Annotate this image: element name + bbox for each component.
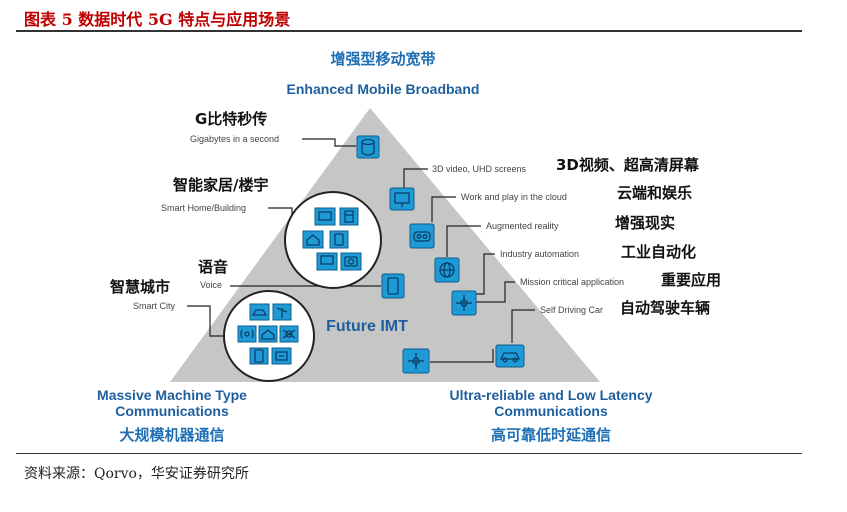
bottom-rule: [16, 453, 802, 454]
ar-connector: [446, 225, 481, 257]
source-note: 资料来源：Qorvo，华安证券研究所: [24, 466, 249, 482]
gbit-en-label: Gigabytes in a second: [190, 134, 279, 144]
mmtc-en-line2: Communications: [115, 403, 229, 419]
cloud-connector: [431, 196, 456, 222]
future-imt-label: Future IMT: [326, 318, 408, 335]
car-icon: [495, 344, 525, 368]
urllc-en-line2: Communications: [494, 403, 608, 419]
selfdriving-cn-label: 自动驾驶车辆: [620, 299, 710, 317]
drone-icon: [279, 325, 299, 343]
globe-icon: [434, 257, 460, 283]
uhd-cn-label: 3D视频、超高清屏幕: [556, 156, 700, 174]
tablet-icon: [329, 230, 349, 249]
tv-icon: [314, 207, 336, 226]
gbit-cn-label: G比特秒传: [195, 110, 267, 128]
industry-connector: [474, 253, 495, 295]
smart-city-icon-group: [223, 290, 315, 382]
crosshair-icon: [451, 290, 477, 316]
urllc-cn-label: 高可靠低时延通信: [491, 426, 611, 444]
smart-home-icon-group: [284, 191, 382, 289]
database-icon: [356, 135, 380, 159]
phone-icon: [249, 347, 269, 365]
embb-en-label: Enhanced Mobile Broadband: [287, 81, 480, 97]
mission-lower-connector: [430, 349, 494, 363]
industry-cn-label: 工业自动化: [621, 243, 696, 261]
crosshair-icon: [402, 348, 430, 374]
cloud-cn-label: 云端和娱乐: [617, 184, 692, 202]
smartcity-cn-label: 智慧城市: [110, 278, 170, 296]
mmtc-cn-label: 大规模机器通信: [119, 426, 224, 444]
monitor-icon: [316, 252, 338, 271]
smartcity-connector: [187, 305, 228, 337]
mission-en-label: Mission critical application: [520, 277, 624, 287]
sensor-icon: [237, 325, 257, 343]
mmtc-en-line1: Massive Machine Type: [97, 387, 247, 403]
uhd-en-label: 3D video, UHD screens: [432, 164, 527, 174]
house-icon: [258, 325, 278, 343]
uhd-connector: [403, 168, 428, 188]
car-icon: [249, 303, 270, 321]
ar-en-label: Augmented reality: [486, 221, 559, 231]
selfdriving-en-label: Self Driving Car: [540, 305, 603, 315]
mission-connector: [476, 281, 515, 303]
smarthome-cn-label: 智能家居/楼宇: [173, 176, 268, 194]
selfdriving-connector: [511, 309, 535, 343]
ar-cn-label: 增强现实: [615, 214, 675, 232]
top-rule: [16, 30, 802, 32]
gbit-connector: [302, 138, 356, 147]
smartcity-en-label: Smart City: [133, 301, 176, 311]
camera-icon: [340, 252, 362, 271]
mission-cn-label: 重要应用: [661, 271, 721, 289]
monitor-icon: [389, 187, 415, 211]
cloud-en-label: Work and play in the cloud: [461, 192, 567, 202]
embb-cn-label: 增强型移动宽带: [330, 50, 435, 68]
smarthome-en-label: Smart Home/Building: [161, 203, 246, 213]
voice-cn-label: 语音: [198, 258, 228, 276]
industry-en-label: Industry automation: [500, 249, 579, 259]
figure-title: 图表 5 数据时代 5G 特点与应用场景: [24, 10, 291, 29]
fridge-icon: [339, 207, 359, 226]
smartphone-icon: [381, 273, 405, 299]
house-icon: [302, 230, 324, 249]
urllc-en-line1: Ultra-reliable and Low Latency: [449, 387, 652, 403]
meter-icon: [271, 347, 292, 365]
voice-en-label: Voice: [200, 280, 222, 290]
vr-headset-icon: [409, 223, 435, 249]
wind-turbine-icon: [272, 303, 292, 321]
